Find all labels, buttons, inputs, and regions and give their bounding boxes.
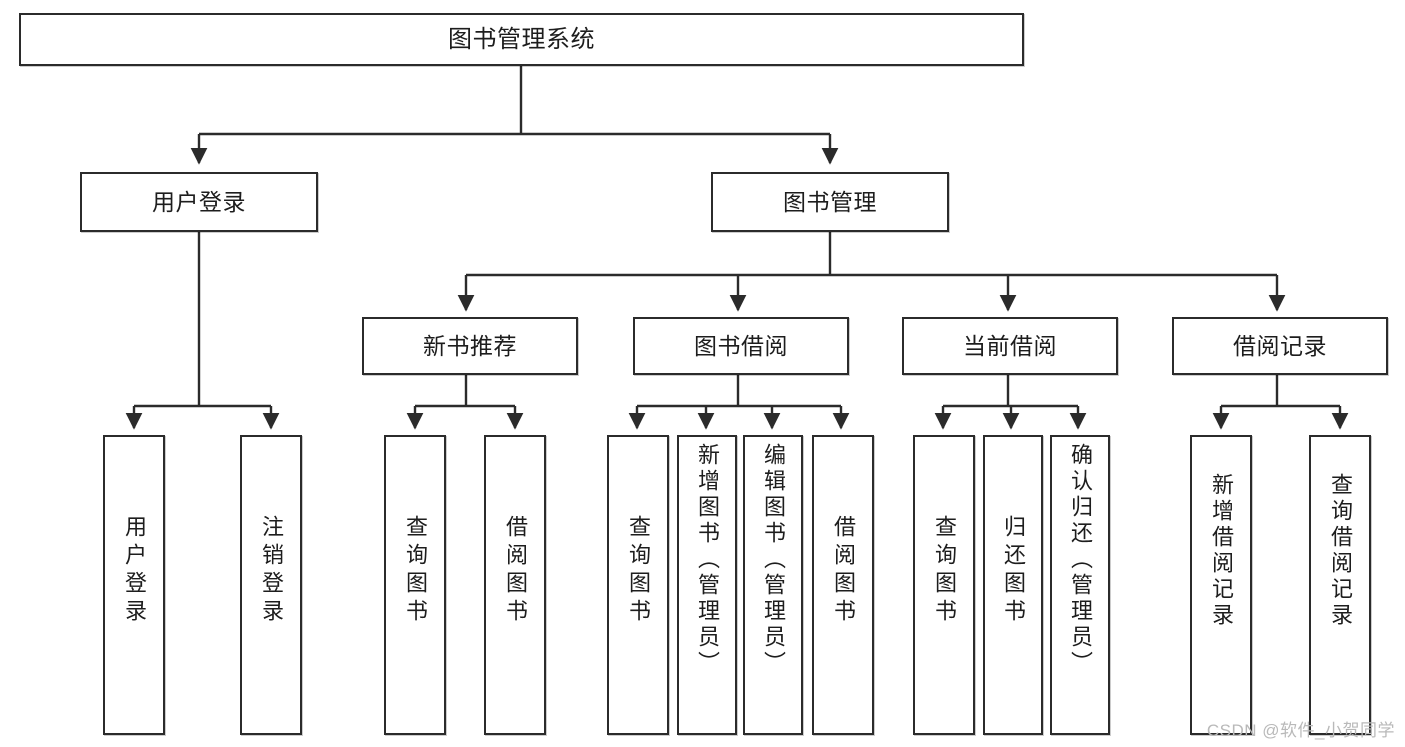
node-label: 新书推荐 [423, 332, 517, 359]
node-borrow-record[interactable]: 借阅记录 [1172, 317, 1388, 375]
node-label: 借阅记录 [1233, 332, 1327, 359]
leaf-add-book-admin[interactable]: 新增图书（管理员） [677, 435, 737, 735]
node-book-management[interactable]: 图书管理 [711, 172, 949, 232]
node-label: 借阅图书 [503, 515, 528, 627]
node-label: 查询图书 [403, 515, 428, 627]
leaf-user-login[interactable]: 用户登录 [103, 435, 165, 735]
leaf-query-book-borrow[interactable]: 查询图书 [607, 435, 669, 735]
leaf-logout[interactable]: 注销登录 [240, 435, 302, 735]
leaf-edit-book-admin[interactable]: 编辑图书（管理员） [743, 435, 803, 735]
node-label: 图书借阅 [694, 332, 788, 359]
leaf-query-book-current[interactable]: 查询图书 [913, 435, 975, 735]
node-label: 新增借阅记录 [1209, 473, 1234, 629]
node-label: 借阅图书 [831, 515, 856, 627]
node-label: 用户登录 [122, 515, 147, 627]
leaf-add-borrow-record[interactable]: 新增借阅记录 [1190, 435, 1252, 735]
node-label: 用户登录 [152, 188, 246, 215]
node-label: 注销登录 [259, 515, 284, 627]
leaf-query-book-new[interactable]: 查询图书 [384, 435, 446, 735]
node-label: 确认归还（管理员） [1068, 443, 1093, 677]
leaf-borrow-book[interactable]: 借阅图书 [812, 435, 874, 735]
node-book-borrow[interactable]: 图书借阅 [633, 317, 849, 375]
node-label: 新增图书（管理员） [695, 443, 720, 677]
node-root-system[interactable]: 图书管理系统 [19, 13, 1024, 66]
watermark-text: CSDN @软件_小贺同学 [1206, 721, 1395, 740]
node-label: 图书管理系统 [448, 25, 595, 53]
node-label: 查询图书 [626, 515, 651, 627]
node-label: 当前借阅 [963, 332, 1057, 359]
node-label: 编辑图书（管理员） [761, 443, 786, 677]
leaf-borrow-book-new[interactable]: 借阅图书 [484, 435, 546, 735]
node-current-borrow[interactable]: 当前借阅 [902, 317, 1118, 375]
node-label: 归还图书 [1001, 515, 1026, 627]
leaf-query-borrow-record[interactable]: 查询借阅记录 [1309, 435, 1371, 735]
node-new-book-recommend[interactable]: 新书推荐 [362, 317, 578, 375]
node-label: 查询借阅记录 [1328, 473, 1353, 629]
node-user-login[interactable]: 用户登录 [80, 172, 318, 232]
node-label: 查询图书 [932, 515, 957, 627]
node-label: 图书管理 [783, 188, 877, 215]
leaf-confirm-return-admin[interactable]: 确认归还（管理员） [1050, 435, 1110, 735]
leaf-return-book[interactable]: 归还图书 [983, 435, 1043, 735]
